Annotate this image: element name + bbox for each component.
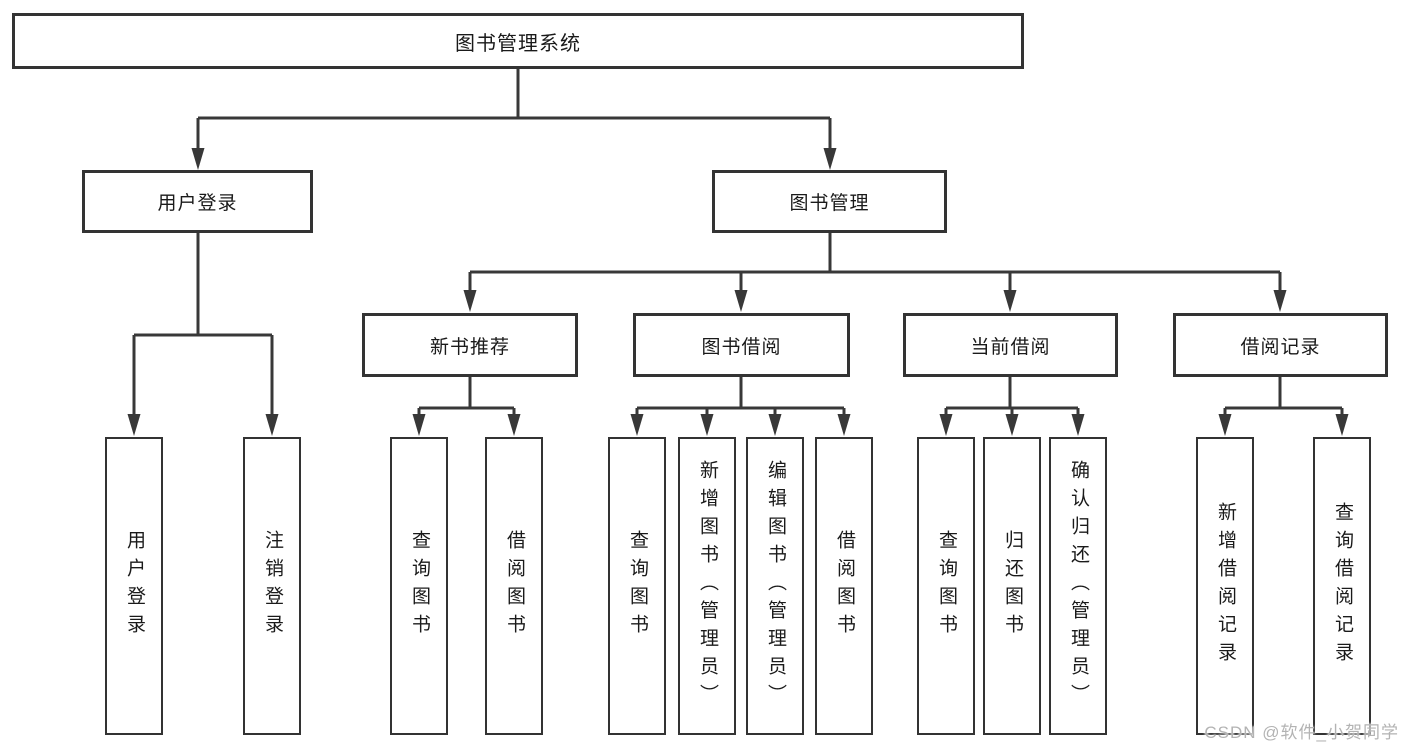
node-leaf-edit-book-admin: 编辑图书（管理员）	[746, 437, 804, 735]
connector-book-mgmt-children	[468, 233, 1282, 292]
node-leaf-query-book-3-label: 查询图书	[935, 530, 957, 642]
node-borrow-records: 借阅记录	[1173, 313, 1388, 377]
node-current-borrow-label: 当前借阅	[970, 336, 1051, 358]
arrowheads-current-borrow-children	[939, 414, 1085, 436]
arrowheads-borrow-record-children	[1218, 414, 1349, 436]
node-leaf-logout-label: 注销登录	[261, 530, 283, 642]
node-book-management-label: 图书管理	[789, 193, 870, 214]
node-leaf-return-book: 归还图书	[983, 437, 1041, 735]
arrowheads-book-mgmt-children	[463, 290, 1287, 312]
arrowheads-level2	[191, 148, 837, 170]
node-new-book-recommend: 新书推荐	[362, 313, 578, 377]
node-leaf-borrow-book-2-label: 借阅图书	[833, 530, 855, 642]
node-leaf-borrow-book-2: 借阅图书	[815, 437, 873, 735]
node-leaf-borrow-book-1: 借阅图书	[485, 437, 543, 735]
arrowheads-user-login-children	[127, 414, 279, 436]
node-leaf-user-login: 用户登录	[105, 437, 163, 735]
csdn-watermark: CSDN @软件_小贺同学	[1204, 723, 1399, 742]
node-leaf-query-borrow-record: 查询借阅记录	[1313, 437, 1371, 735]
node-user-login-label: 用户登录	[157, 193, 238, 214]
node-leaf-confirm-return-admin-label: 确认归还（管理员）	[1067, 460, 1089, 712]
node-book-borrow-label: 图书借阅	[701, 336, 782, 358]
node-leaf-add-book-admin: 新增图书（管理员）	[678, 437, 736, 735]
node-leaf-add-borrow-record-label: 新增借阅记录	[1214, 502, 1236, 670]
node-borrow-records-label: 借阅记录	[1240, 336, 1321, 358]
node-user-login: 用户登录	[82, 170, 313, 233]
connector-current-borrow-children	[944, 377, 1080, 416]
connector-user-login-children	[132, 233, 274, 416]
node-book-management: 图书管理	[712, 170, 947, 233]
connector-borrow-record-children	[1223, 377, 1344, 416]
node-leaf-query-book-2-label: 查询图书	[626, 530, 648, 642]
node-current-borrow: 当前借阅	[903, 313, 1118, 377]
node-leaf-confirm-return-admin: 确认归还（管理员）	[1049, 437, 1107, 735]
node-leaf-query-book-2: 查询图书	[608, 437, 666, 735]
node-leaf-query-borrow-record-label: 查询借阅记录	[1331, 502, 1353, 670]
node-leaf-user-login-label: 用户登录	[123, 530, 145, 642]
node-leaf-query-book-3: 查询图书	[917, 437, 975, 735]
connector-book-borrow-children	[635, 377, 846, 416]
node-leaf-query-book-1: 查询图书	[390, 437, 448, 735]
connector-new-book-children	[417, 377, 516, 416]
node-root-system: 图书管理系统	[12, 13, 1024, 69]
arrowheads-new-book-children	[412, 414, 521, 436]
node-leaf-add-borrow-record: 新增借阅记录	[1196, 437, 1254, 735]
arrowheads-book-borrow-children	[630, 414, 851, 436]
node-book-borrow: 图书借阅	[633, 313, 850, 377]
node-root-label: 图书管理系统	[455, 32, 581, 55]
node-leaf-return-book-label: 归还图书	[1001, 530, 1023, 642]
node-leaf-query-book-1-label: 查询图书	[408, 530, 430, 642]
node-leaf-add-book-admin-label: 新增图书（管理员）	[696, 460, 718, 712]
node-leaf-logout: 注销登录	[243, 437, 301, 735]
node-leaf-edit-book-admin-label: 编辑图书（管理员）	[764, 460, 786, 712]
node-leaf-borrow-book-1-label: 借阅图书	[503, 530, 525, 642]
connector-root-to-level2	[196, 69, 832, 150]
node-new-book-recommend-label: 新书推荐	[429, 336, 510, 358]
